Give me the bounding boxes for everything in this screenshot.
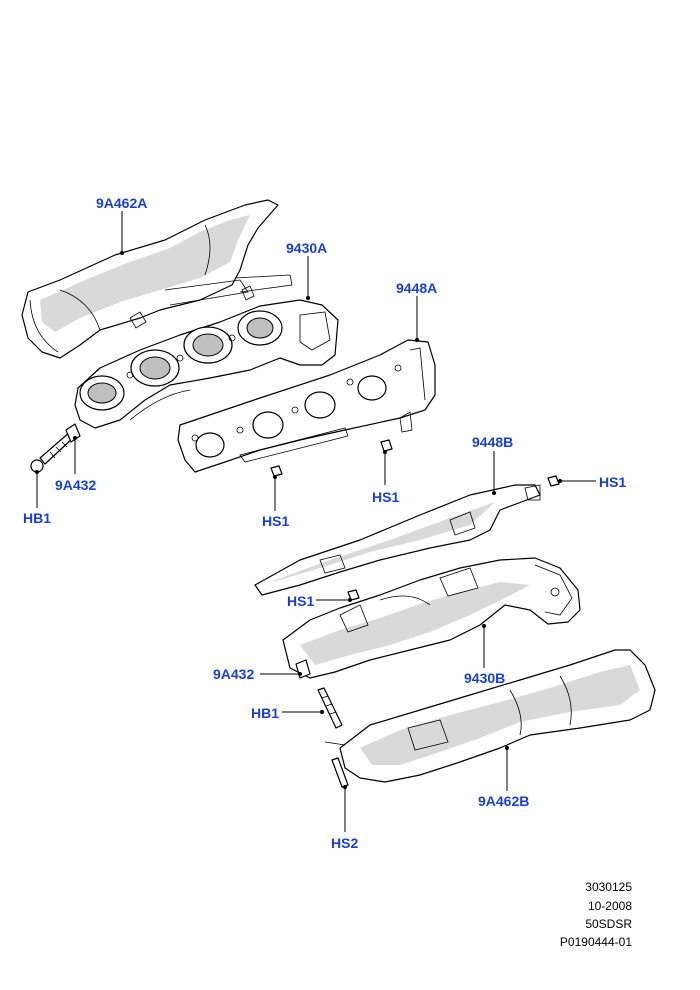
nut-a1 — [270, 465, 283, 477]
reference-line-3: 50SDSR — [585, 917, 632, 931]
label-HS1-b1: HS1 — [599, 474, 626, 490]
label-9A432-right: 9A432 — [213, 666, 254, 682]
nut-b2 — [347, 589, 360, 601]
label-9430A: 9430A — [286, 240, 327, 256]
reference-block: 3030125 10-2008 50SDSR P0190444-01 — [560, 880, 632, 949]
nut-a2 — [380, 439, 393, 452]
label-9430B: 9430B — [464, 670, 505, 686]
label-HB1-right: HB1 — [251, 705, 279, 721]
label-9448A: 9448A — [396, 280, 437, 296]
heat-shield-9A462B — [324, 649, 656, 783]
label-9A462A: 9A462A — [96, 195, 147, 211]
label-HB1-left: HB1 — [23, 510, 51, 526]
reference-line-1: 3030125 — [585, 880, 632, 894]
nut-b1 — [547, 475, 560, 487]
label-HS2: HS2 — [331, 835, 358, 851]
leader-lines — [35, 211, 596, 832]
label-9A462B: 9A462B — [478, 793, 529, 809]
bolt-hs2 — [331, 757, 349, 788]
exhaust-manifold-9430A — [74, 299, 339, 429]
heat-shield-9A462A — [21, 199, 293, 359]
bolt-right — [317, 687, 343, 729]
gasket-9448B — [254, 484, 541, 596]
label-HS1-b2: HS1 — [287, 593, 314, 609]
gasket-9448A — [177, 339, 436, 473]
bolt-left — [30, 431, 75, 473]
reference-line-4: P0190444-01 — [560, 935, 632, 949]
label-9448B: 9448B — [472, 434, 513, 450]
label-HS1-a1: HS1 — [262, 513, 289, 529]
reference-line-2: 10-2008 — [588, 899, 632, 913]
label-HS1-a2: HS1 — [372, 489, 399, 505]
label-9A432-left: 9A432 — [55, 477, 96, 493]
exhaust-manifold-9430B — [282, 557, 581, 679]
callout-labels: 9A462A 9430A 9448A 9A432 HB1 HS1 HS1 944… — [23, 195, 626, 851]
